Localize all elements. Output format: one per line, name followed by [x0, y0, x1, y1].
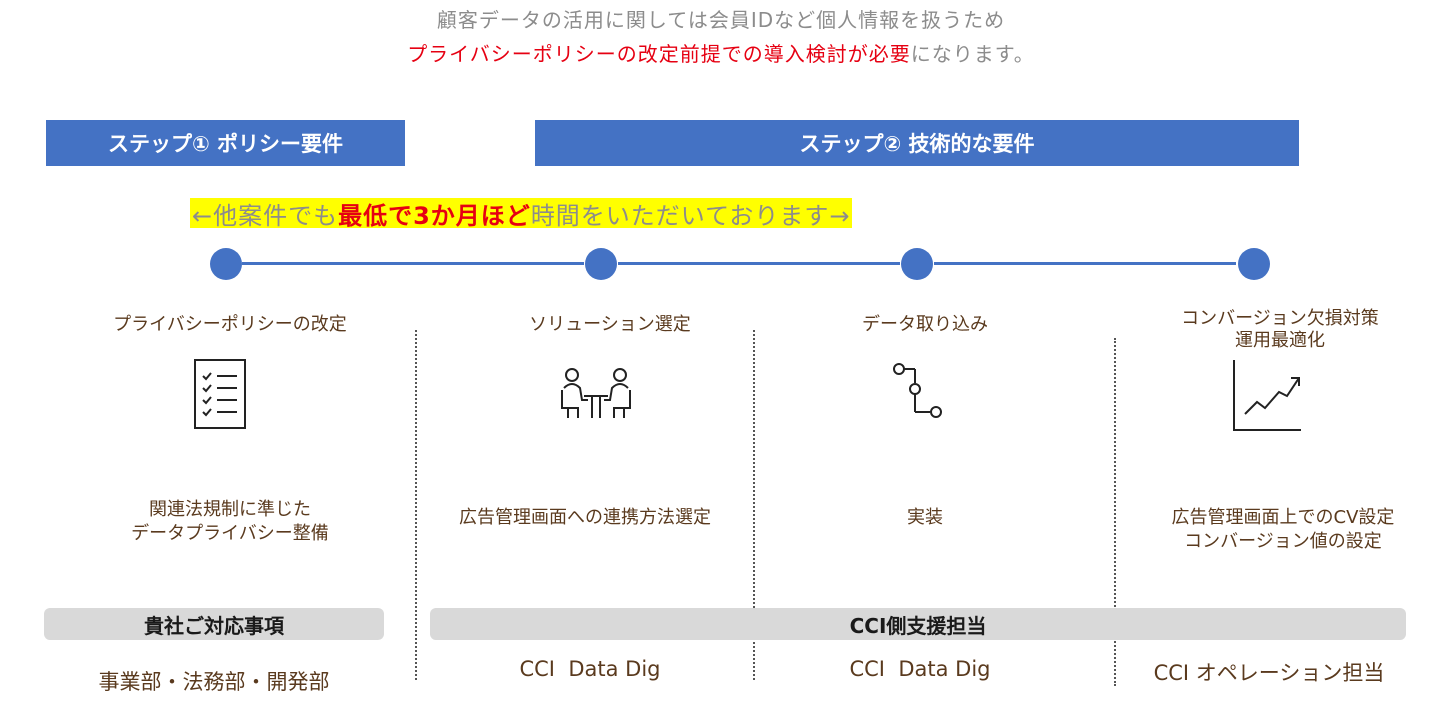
- intro-line-2: プライバシーポリシーの改定前提での導入検討が必要になります。: [0, 38, 1442, 67]
- timeline-node-4: [1238, 248, 1270, 280]
- timeline-note-suffix: 時間をいただいております→: [530, 201, 851, 230]
- column-separator-2: [753, 330, 755, 680]
- timeline-node-2: [585, 248, 617, 280]
- owner-label-2: CCI Data Dig: [519, 657, 661, 681]
- timeline-note-prefix: ←他案件でも: [192, 201, 339, 230]
- owner-label-1: 事業部・法務部・開発部: [98, 670, 330, 694]
- timeline-segment-1: [242, 262, 584, 265]
- column-1-description-line-2: データプライバシー整備: [131, 523, 329, 544]
- column-4-title-line-1: コンバージョン欠損対策: [1181, 308, 1379, 329]
- client-responsibility-bar: 貴社ご対応事項: [44, 608, 384, 640]
- timeline-node-1: [210, 248, 242, 280]
- column-3-title: データ取り込み: [862, 314, 988, 335]
- column-1-description: 関連法規制に準じた データプライバシー整備: [60, 498, 400, 546]
- column-4-title: コンバージョン欠損対策 運用最適化: [1130, 308, 1430, 352]
- meeting-icon: [558, 366, 634, 424]
- timeline-note-emphasis: 最低で3か月ほど: [338, 201, 531, 230]
- column-4-description: 広告管理画面上でのCV設定 コンバージョン値の設定: [1130, 506, 1436, 554]
- column-4-title-line-2: 運用最適化: [1235, 330, 1325, 351]
- column-separator-3: [1114, 338, 1116, 686]
- column-3-description: 実装: [907, 507, 943, 528]
- column-1-title: プライバシーポリシーの改定: [113, 314, 347, 335]
- checklist-icon: [193, 358, 247, 434]
- column-4-description-line-1: 広告管理画面上でのCV設定: [1171, 507, 1395, 528]
- step1-banner: ステップ① ポリシー要件: [46, 120, 405, 166]
- intro-line-2-rest: になります。: [910, 42, 1035, 66]
- column-2-description: 広告管理画面への連携方法選定: [459, 507, 711, 528]
- step2-banner: ステップ② 技術的な要件: [535, 120, 1299, 166]
- column-2-title: ソリューション選定: [529, 314, 691, 335]
- column-separator-1: [415, 330, 417, 680]
- timeline-note: ←他案件でも最低で3か月ほど時間をいただいております→: [190, 198, 853, 230]
- timeline-segment-2: [618, 262, 900, 265]
- intro-line-2-emphasis: プライバシーポリシーの改定前提での導入検討が必要: [407, 42, 911, 66]
- data-flow-icon: [891, 362, 947, 428]
- column-4-description-line-2: コンバージョン値の設定: [1184, 531, 1382, 552]
- timeline-segment-3: [934, 262, 1236, 265]
- growth-chart-icon: [1231, 360, 1303, 436]
- column-1-description-line-1: 関連法規制に準じた: [149, 499, 311, 520]
- intro-line-1: 顧客データの活用に関しては会員IDなど個人情報を扱うため: [436, 8, 1006, 32]
- timeline-node-3: [901, 248, 933, 280]
- cci-support-bar: CCI側支援担当: [430, 608, 1406, 640]
- owner-label-4: CCI オペレーション担当: [1153, 661, 1385, 685]
- owner-label-3: CCI Data Dig: [849, 657, 991, 681]
